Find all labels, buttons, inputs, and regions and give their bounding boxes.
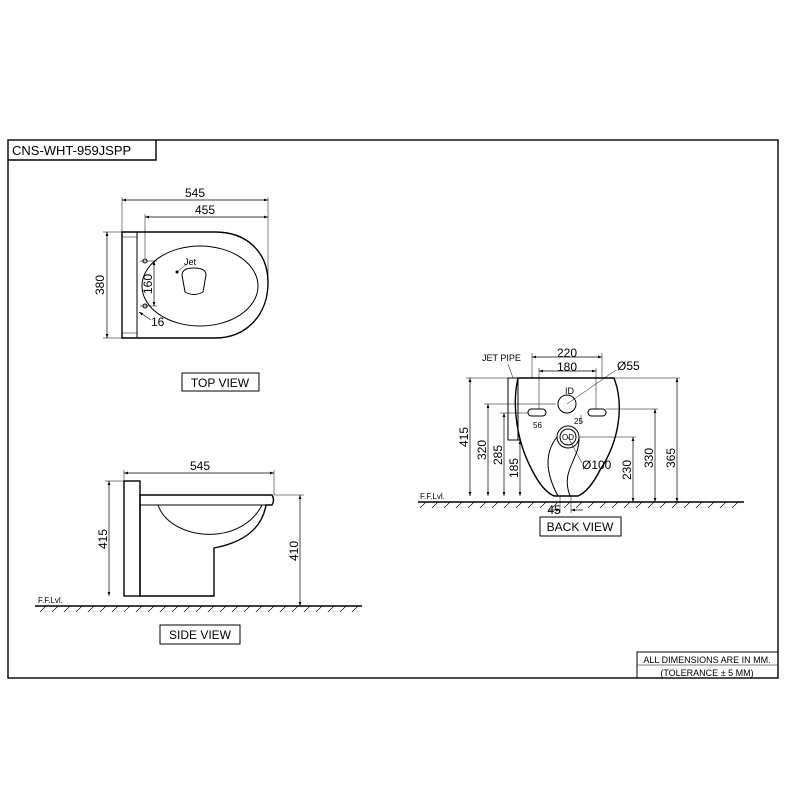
dim-45: 45 [547, 503, 561, 517]
inlet-circle [557, 394, 577, 414]
side-dim-height: 415 [96, 529, 110, 549]
dim-185: 185 [507, 458, 521, 478]
dim-overall-length: 545 [185, 186, 205, 200]
dim-top-inner: 180 [557, 360, 577, 374]
dim-415: 415 [457, 427, 471, 447]
wall-plate [123, 480, 141, 597]
dim-365: 365 [664, 448, 678, 468]
jet-pipe-label: JET PIPE [482, 353, 521, 363]
notes-block: ALL DIMENSIONS ARE IN MM. (TOLERANCE ± 5… [636, 651, 779, 679]
bowl-opening [141, 245, 259, 327]
dim-inner-length: 455 [195, 203, 215, 217]
top-view-outline [121, 231, 269, 339]
mounting-slot-left [527, 408, 547, 417]
dim-hole-spacing: 160 [141, 274, 155, 294]
dimension-note: ALL DIMENSIONS ARE IN MM. [643, 655, 770, 665]
inlet-label: ID [565, 386, 575, 396]
dim-top-outer: 220 [557, 346, 577, 360]
flush-outlet [181, 267, 207, 295]
outlet-circle-inner [559, 428, 577, 446]
jet-label: Jet [184, 257, 197, 267]
dim-width: 380 [93, 275, 107, 295]
dim-outlet-dia: Ø100 [582, 458, 612, 472]
dim-330: 330 [642, 448, 656, 468]
tolerance-note: (TOLERANCE ± 5 MM) [660, 668, 753, 678]
side-dim-rim-height: 410 [287, 541, 301, 561]
dim-slot-56: 56 [533, 421, 542, 430]
top-view-label: TOP VIEW [191, 376, 250, 390]
back-view-label: BACK VIEW [547, 520, 614, 534]
top-view: Jet 160 16 545 455 380 TOP VIEW [93, 186, 269, 392]
side-view-label: SIDE VIEW [169, 628, 232, 642]
back-floor-hatch [419, 501, 739, 509]
side-dim-length: 545 [190, 459, 210, 473]
back-view: F.F.Lvl. JET PIPE ID 56 25 OD Ø55 Ø100 2… [418, 346, 744, 537]
title-block: CNS-WHT-959JSPP [8, 140, 157, 161]
side-floor-hatch [39, 605, 359, 613]
model-code: CNS-WHT-959JSPP [12, 143, 131, 158]
dim-inlet-dia: Ø55 [617, 359, 640, 373]
mounting-slot-right [587, 408, 607, 417]
dim-230: 230 [620, 460, 634, 480]
dim-slot-25: 25 [574, 417, 583, 426]
dim-320: 320 [475, 440, 489, 460]
side-view: F.F.Lvl. 545 415 410 SIDE VIEW [35, 459, 362, 645]
dim-hole-dia: 16 [151, 315, 165, 329]
dim-285: 285 [491, 445, 505, 465]
back-floor-label: F.F.Lvl. [420, 492, 445, 501]
sheet-border [7, 139, 779, 679]
side-floor-label: F.F.Lvl. [38, 596, 63, 605]
